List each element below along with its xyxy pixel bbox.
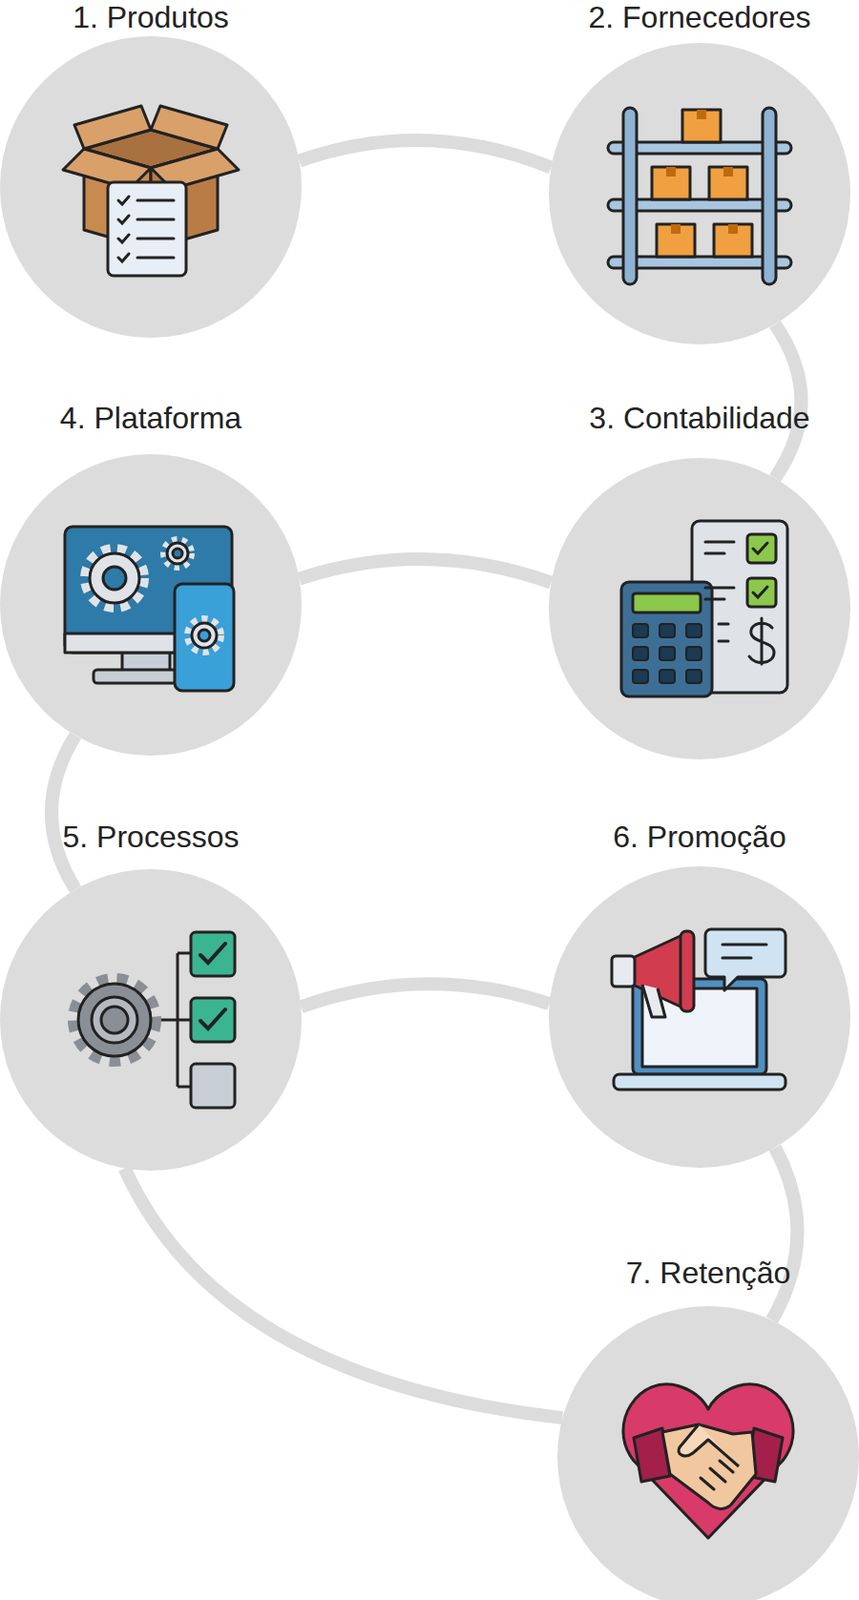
step-label: 3. Contabilidade — [588, 398, 810, 438]
connector-arc — [300, 984, 549, 1007]
step-label: 7. Retenção — [626, 1254, 792, 1293]
box-icon — [55, 91, 247, 283]
process-icon — [55, 924, 247, 1116]
accounting-icon — [604, 513, 796, 705]
step-circle — [548, 42, 851, 345]
platform-icon — [55, 509, 247, 701]
step-label: 6. Promoção — [612, 817, 786, 857]
step-node: 5. Processos — [0, 817, 302, 1172]
connector-arc — [772, 1148, 798, 1321]
step-node: 2. Fornecedores — [548, 0, 851, 345]
step-label: 4. Plataforma — [60, 398, 242, 438]
shelf-icon — [604, 98, 796, 290]
connector-arc — [299, 559, 552, 584]
step-label: 2. Fornecedores — [587, 0, 811, 37]
connector-arc — [299, 140, 552, 168]
retention-icon — [612, 1361, 804, 1553]
step-label: 5. Processos — [62, 817, 240, 857]
connector-arc — [125, 1169, 564, 1420]
connector-arc — [51, 735, 76, 890]
step-label: 1. Produtos — [72, 0, 230, 37]
promotion-icon — [604, 921, 796, 1113]
